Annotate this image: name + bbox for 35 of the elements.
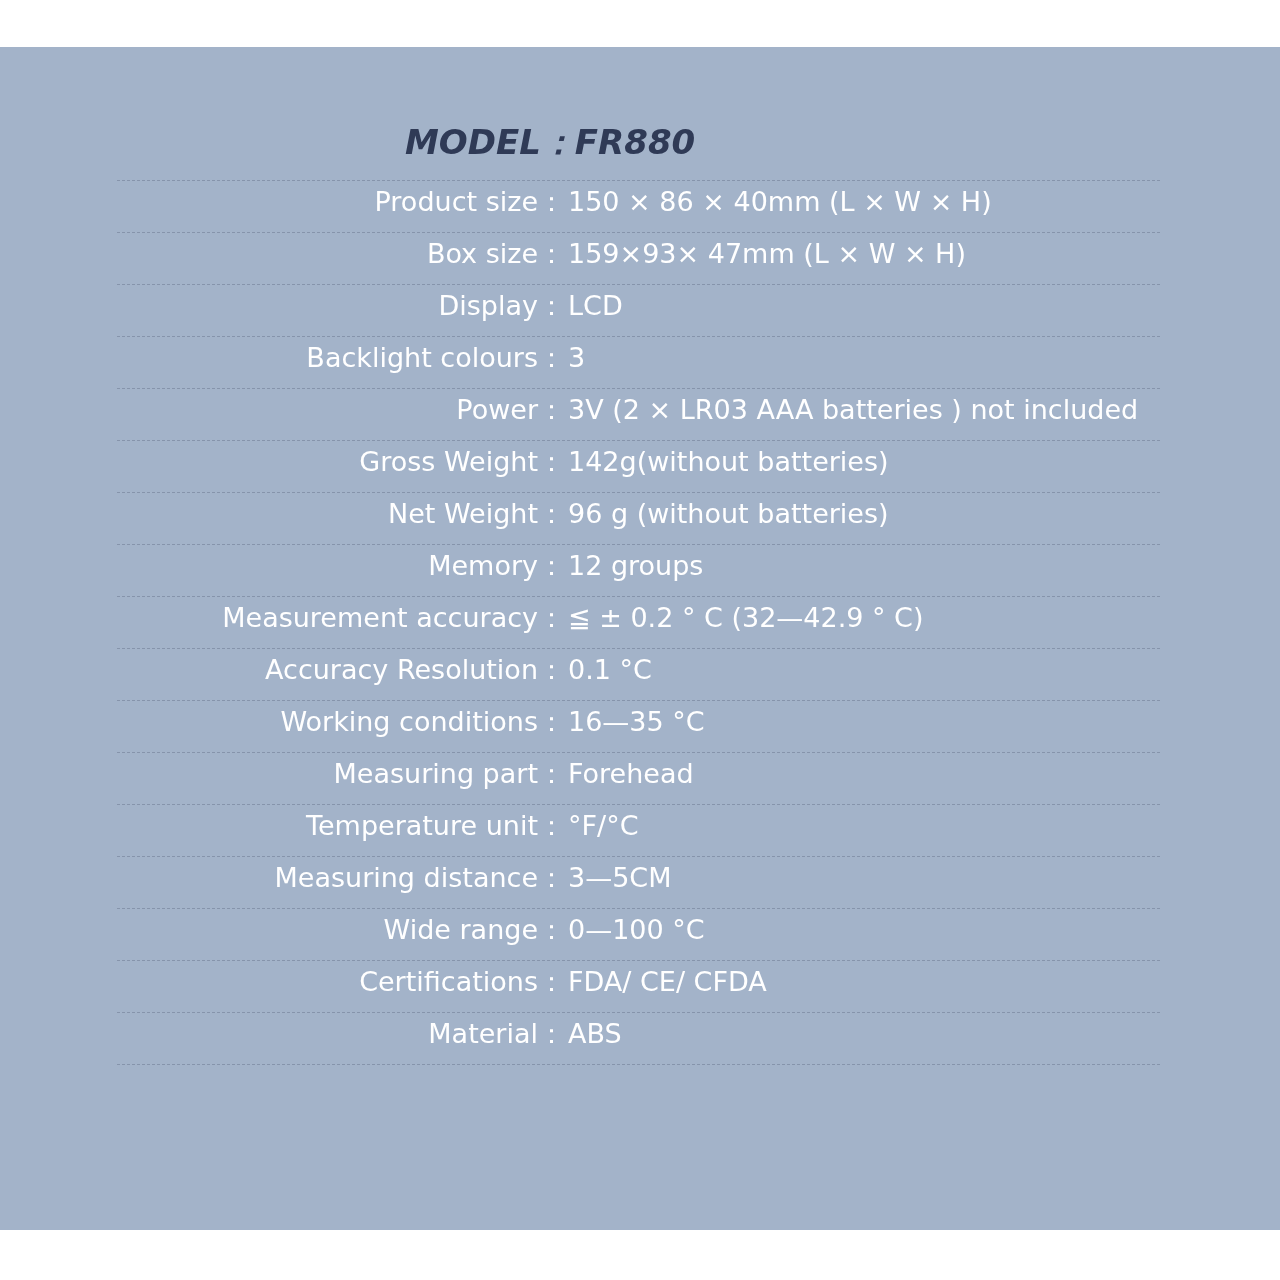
- spec-label: Wide range：: [383, 913, 565, 947]
- spec-value: 0.1 °C: [568, 653, 652, 687]
- spec-label: Gross Weight：: [359, 445, 565, 479]
- spec-label: Backlight colours：: [306, 341, 565, 375]
- spec-value: 96 g (without batteries): [568, 497, 889, 531]
- spec-value: 159×93× 47mm (L × W × H): [568, 237, 966, 271]
- spec-value: 0—100 °C: [568, 913, 705, 947]
- spec-label: Material：: [428, 1017, 565, 1051]
- spec-value: ABS: [568, 1017, 622, 1051]
- spec-label: Display：: [438, 289, 565, 323]
- spec-label: Certifications：: [359, 965, 565, 999]
- spec-value: 3V (2 × LR03 AAA batteries ) not included: [568, 393, 1139, 427]
- spec-label: Measuring distance：: [274, 861, 565, 895]
- spec-value: 12 groups: [568, 549, 704, 583]
- spec-value: 3: [568, 341, 586, 375]
- spec-value: 16—35 °C: [568, 705, 705, 739]
- spec-label: Box size：: [426, 237, 565, 271]
- spec-label: Accuracy Resolution：: [265, 653, 565, 687]
- spec-label: Power：: [456, 393, 565, 427]
- spec-value: °F/°C: [568, 809, 639, 843]
- spec-value: 142g(without batteries): [568, 445, 889, 479]
- model-title: MODEL：FR880: [405, 121, 696, 164]
- spec-label: Net Weight：: [387, 497, 565, 531]
- spec-label: Product size：: [374, 185, 565, 219]
- spec-value: 3—5CM: [568, 861, 672, 895]
- spec-value: Forehead: [568, 757, 694, 791]
- spec-label: Measurement accuracy：: [222, 601, 565, 635]
- spec-value: ≦ ± 0.2 ° C (32—42.9 ° C): [568, 601, 924, 635]
- spec-label: Memory：: [428, 549, 565, 583]
- spec-value: LCD: [568, 289, 623, 323]
- spec-label: Working conditions：: [280, 705, 565, 739]
- spec-label: Measuring part：: [333, 757, 565, 791]
- spec-value: 150 × 86 × 40mm (L × W × H): [568, 185, 992, 219]
- spec-label: Temperature unit：: [306, 809, 565, 843]
- spec-value: FDA/ CE/ CFDA: [568, 965, 767, 999]
